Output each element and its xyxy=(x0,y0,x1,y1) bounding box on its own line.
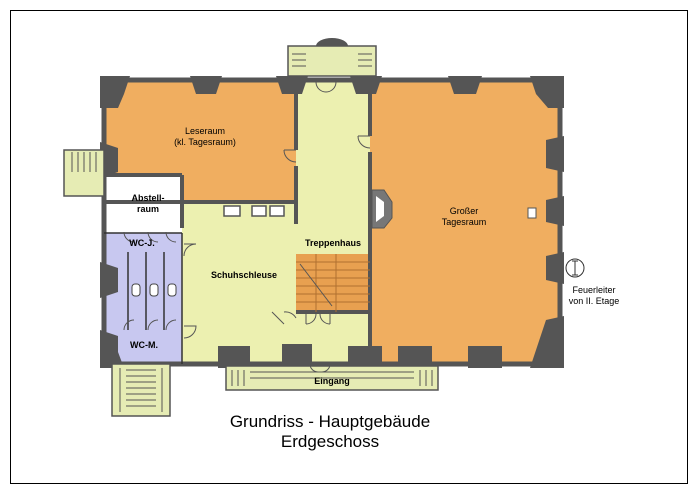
fire-ladder-symbol xyxy=(565,258,585,278)
side-stairs xyxy=(63,149,105,197)
staircase xyxy=(296,254,370,312)
wall-piers xyxy=(100,76,564,368)
label-schuhschleuse: Schuhschleuse xyxy=(210,270,278,280)
label-eingang: Eingang xyxy=(314,376,350,386)
entrance-terrace xyxy=(225,363,439,391)
wc-partitions xyxy=(104,232,183,364)
label-feuerleiter: Feuerleiter von II. Etage xyxy=(560,285,628,307)
room-grosser-tagesraum xyxy=(370,80,560,364)
label-leseraum-line1: Leseraum xyxy=(184,126,226,136)
inner-walls xyxy=(104,80,372,364)
stair-core xyxy=(296,254,370,312)
window-mark xyxy=(527,207,537,219)
label-abstellraum-line1: Abstell- xyxy=(131,193,165,203)
plan-title-line2: Erdgeschoss xyxy=(280,432,380,451)
doors xyxy=(123,81,371,339)
label-grosser-line1: Großer xyxy=(449,206,479,216)
label-feuerleiter-line2: von II. Etage xyxy=(568,296,620,306)
label-treppenhaus: Treppenhaus xyxy=(304,238,361,248)
label-abstellraum: Abstell- raum xyxy=(124,193,172,215)
plan-title-line1: Grundriss - Hauptgebäude xyxy=(229,412,431,431)
label-wc-m: WC-M. xyxy=(130,340,158,350)
label-wc-j: WC-J. xyxy=(129,238,155,248)
room-treppenhaus xyxy=(296,80,370,364)
cabinets xyxy=(223,205,285,217)
wc-stairs xyxy=(111,363,171,417)
label-leseraum-line2: (kl. Tagesraum) xyxy=(174,137,236,147)
plan-title: Grundriss - Hauptgebäude Erdgeschoss xyxy=(180,412,480,452)
room-schuhschleuse xyxy=(182,202,296,364)
rear-stairs xyxy=(287,38,377,77)
label-feuerleiter-line1: Feuerleiter xyxy=(572,285,616,295)
label-grosser-line2: Tagesraum xyxy=(441,217,487,227)
label-leseraum: Leseraum (kl. Tagesraum) xyxy=(165,126,245,148)
toilets xyxy=(131,283,177,297)
drawing-frame xyxy=(10,10,688,484)
label-abstellraum-line2: raum xyxy=(136,204,159,214)
label-grosser-tagesraum: Großer Tagesraum xyxy=(424,206,504,228)
